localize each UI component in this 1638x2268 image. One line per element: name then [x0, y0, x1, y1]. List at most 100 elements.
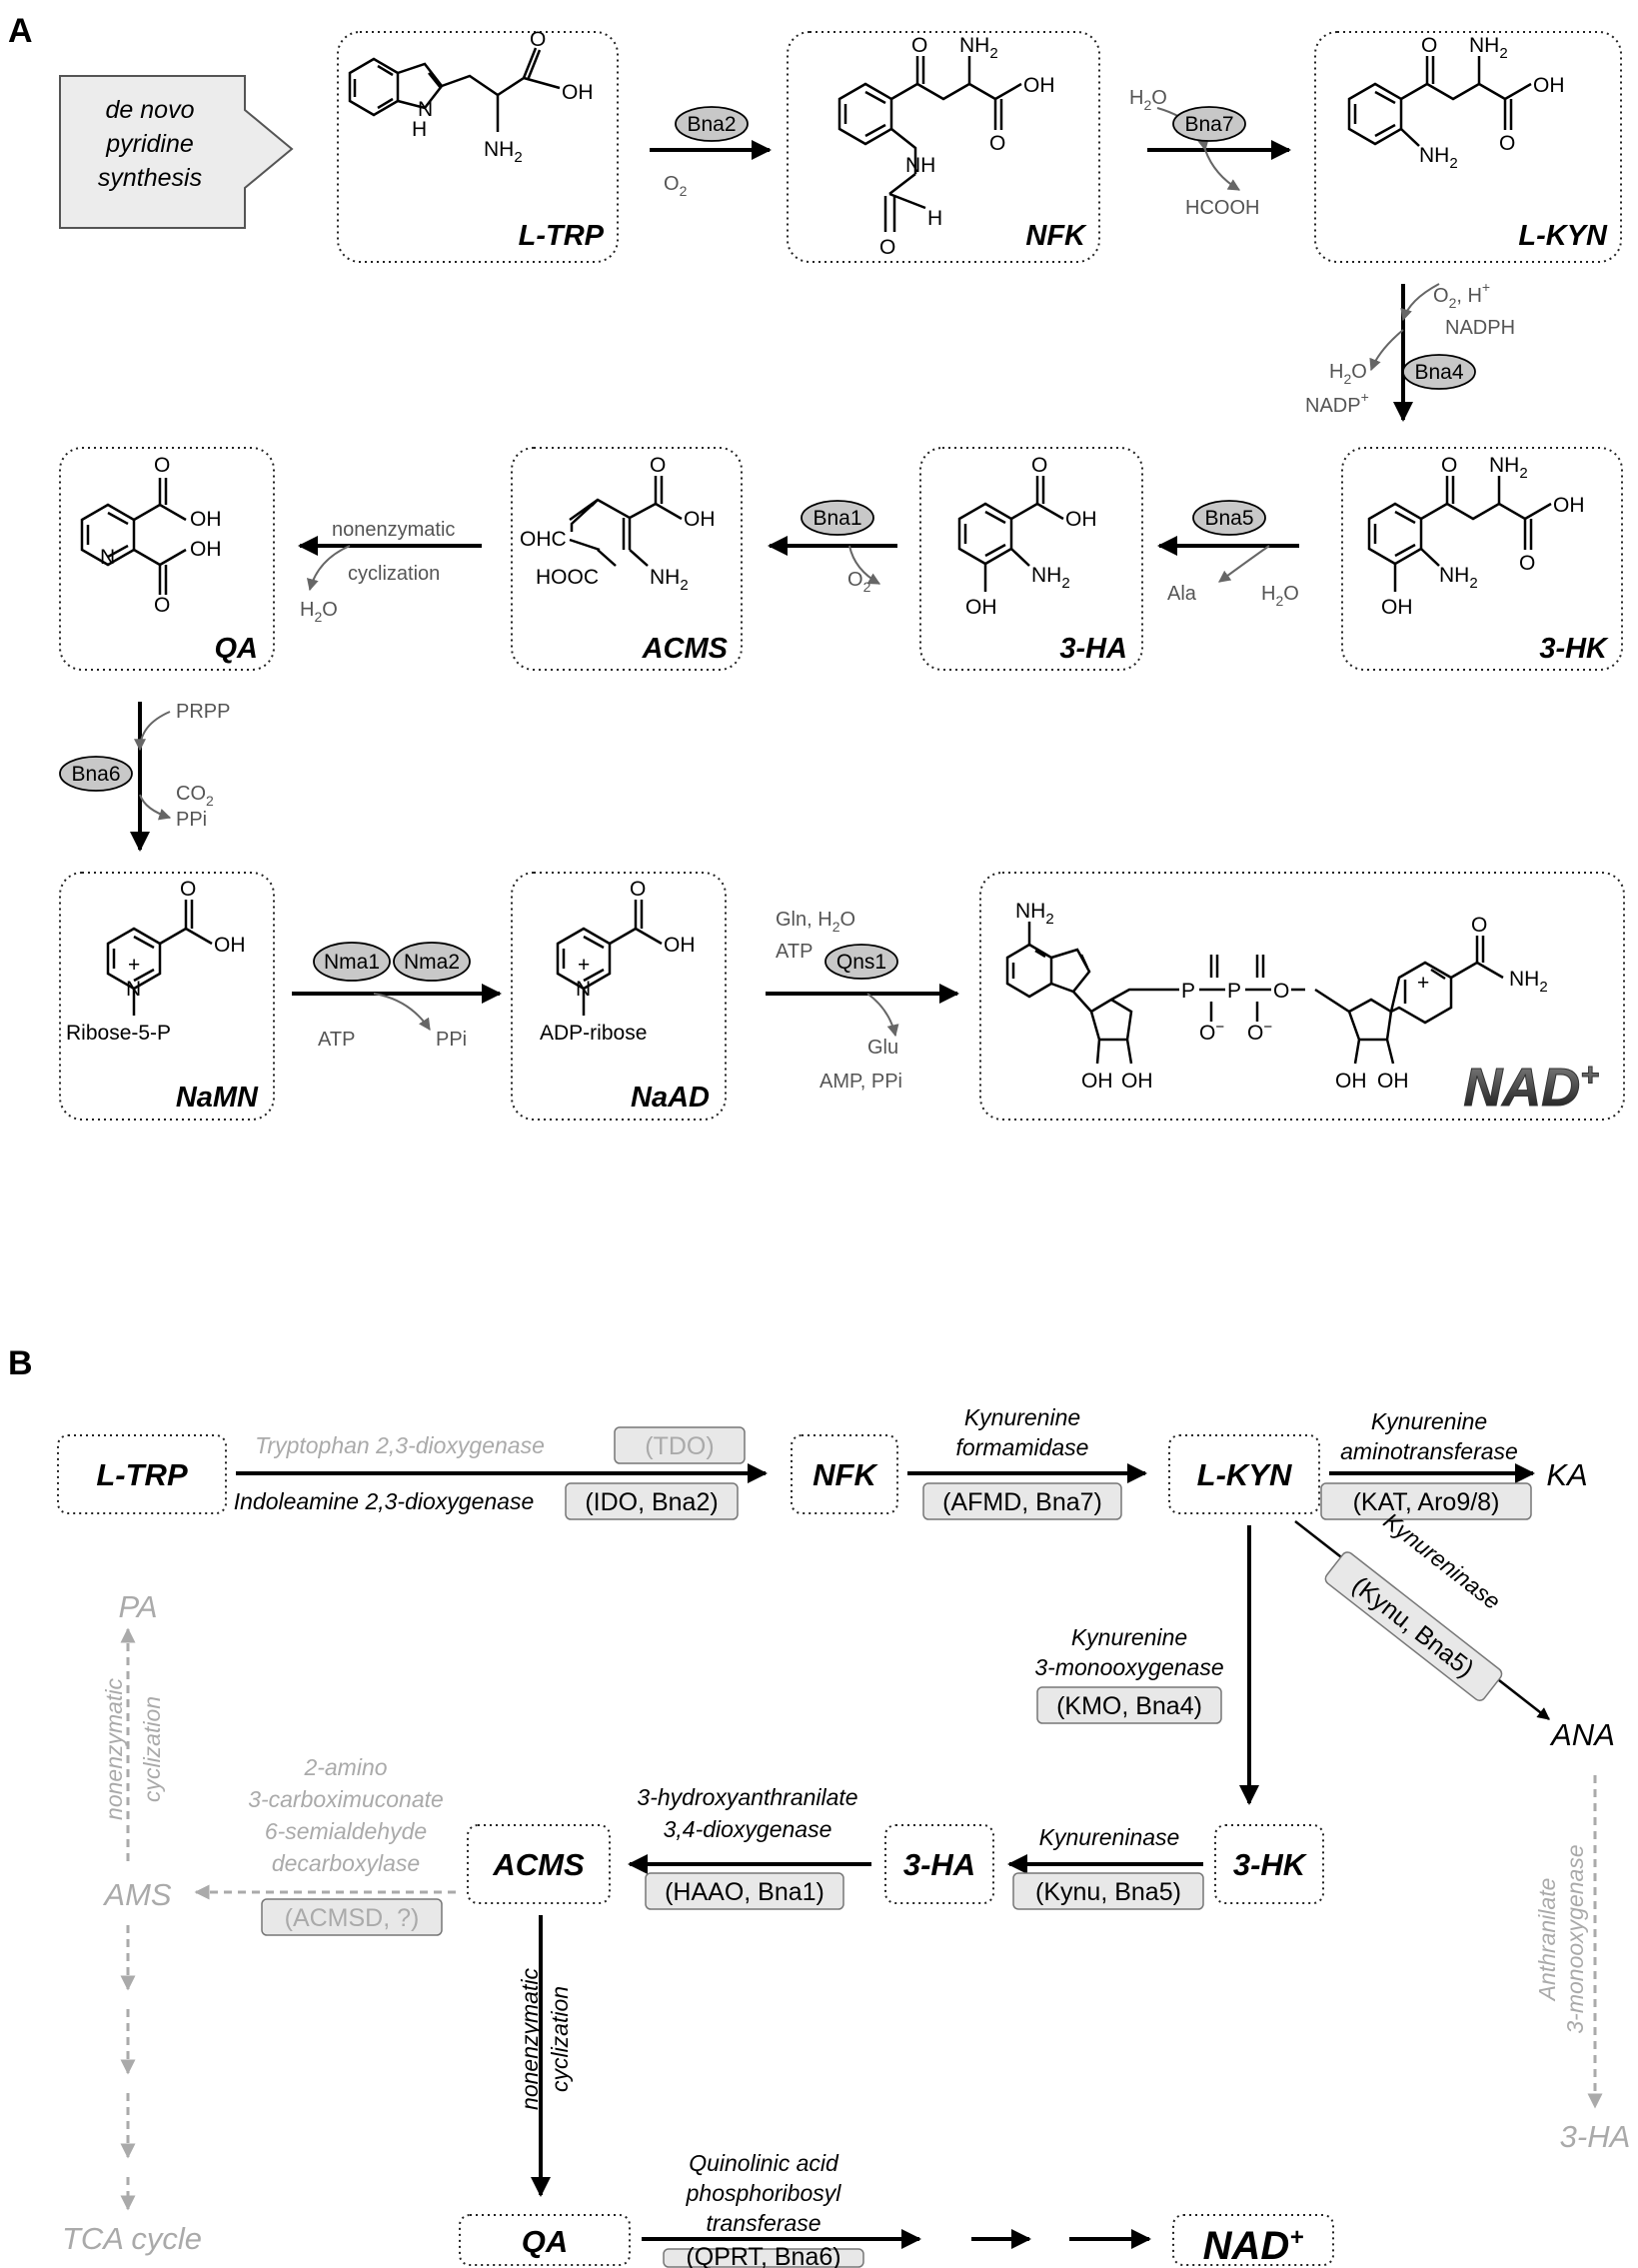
- lkyn-structure: [1347, 56, 1532, 147]
- enzyme-nma1-label: Nma1: [324, 951, 380, 974]
- cof-glu: Glu: [867, 1037, 898, 1059]
- nad-plus: +: [1417, 972, 1429, 995]
- cof-gln: Gln, H2O: [776, 909, 855, 935]
- nfk-structure: [837, 56, 1022, 232]
- b-qa-box: [459, 2214, 631, 2266]
- enzyme-bna5: [1192, 500, 1266, 536]
- namn-o: O: [180, 878, 196, 901]
- cof-ala: Ala: [1167, 583, 1197, 605]
- b-node-3ha-grey: 3-HA: [1560, 2119, 1631, 2154]
- b-hk-box: [1214, 1824, 1324, 1904]
- b-kynu-box-label: (Kynu, Bna5): [1035, 1878, 1181, 1906]
- b-kynu-diag-box: [1324, 1551, 1503, 1701]
- b-kynu-name: Kynureninase: [1039, 1824, 1180, 1850]
- nad-oh4: OH: [1377, 1070, 1409, 1093]
- b-nfk-box: [791, 1434, 898, 1514]
- b-pa-1: nonenzymatic: [101, 1678, 127, 1820]
- enzyme-bna2-label: Bna2: [687, 113, 736, 136]
- nad-o-bridge: O: [1273, 980, 1289, 1003]
- nad-structure: [1005, 922, 1504, 1065]
- acms-structure: [569, 476, 683, 567]
- nfk-box: [787, 31, 1100, 263]
- b-ido-box-label: (IDO, Bna2): [585, 1488, 718, 1516]
- nfk-oform: O: [879, 236, 895, 259]
- acms-o: O: [650, 454, 666, 477]
- label-lkyn: L-KYN: [1518, 220, 1608, 252]
- b-lkyn-box: [1168, 1434, 1320, 1514]
- cof-atp-qns: ATP: [776, 941, 813, 963]
- b-kmo-box-label: (KMO, Bna4): [1056, 1692, 1202, 1720]
- label-qa: QA: [215, 633, 259, 665]
- b-kf-box: [922, 1482, 1122, 1520]
- cof-h2o-bna4: H2O: [1329, 361, 1367, 387]
- label-3hk: 3-HK: [1539, 633, 1609, 665]
- b-ha-box: [884, 1824, 994, 1904]
- cof-ppi-nma: PPi: [436, 1029, 467, 1051]
- denovo-line-1: de novo: [106, 96, 195, 124]
- hk-box: [1341, 447, 1623, 671]
- cof-o2-bna1: O2: [847, 569, 871, 595]
- nad-p1: P: [1181, 980, 1195, 1003]
- cof-cycl: cyclization: [348, 563, 440, 585]
- panel-a-label: A: [8, 12, 33, 50]
- b-node-nfk: NFK: [813, 1457, 878, 1492]
- 3hk-structure: [1367, 476, 1552, 592]
- namn-structure: [106, 900, 213, 1016]
- nad-oh1: OH: [1081, 1070, 1113, 1093]
- b-node-lkyn: L-KYN: [1197, 1457, 1292, 1492]
- b-kmo-1: Kynurenine: [1071, 1624, 1187, 1650]
- qa-n: N: [100, 546, 115, 569]
- enzyme-nma1: [313, 942, 391, 982]
- ltrp-o: O: [530, 28, 546, 51]
- qa-o: O: [154, 454, 170, 477]
- lkyn-nh2-ring: NH2: [1419, 144, 1458, 172]
- b-pa-2: cyclization: [139, 1696, 165, 1802]
- hk-o2: O: [1519, 552, 1535, 575]
- enzyme-bna6: [59, 756, 133, 792]
- b-kat-box: [1320, 1482, 1532, 1520]
- cof-prpp: PRPP: [176, 701, 230, 723]
- b-kat-box-label: (KAT, Aro9/8): [1353, 1488, 1500, 1516]
- hk-nh2-ring: NH2: [1439, 564, 1478, 592]
- b-kat-2: aminotransferase: [1340, 1438, 1518, 1464]
- qa-box: [59, 447, 275, 671]
- 3ha-structure: [957, 476, 1064, 592]
- b-qprt-1: Quinolinic acid: [689, 2150, 839, 2176]
- nad-oh3: OH: [1335, 1070, 1367, 1093]
- b-node-pa: PA: [118, 1589, 157, 1624]
- lkyn-nh2: NH2: [1469, 34, 1508, 62]
- b-tdo-box-label: (TDO): [645, 1432, 714, 1460]
- qa-structure: [80, 478, 187, 595]
- nfk-o2: O: [989, 132, 1005, 155]
- b-haao-1: 3-hydroxyanthranilate: [637, 1784, 857, 1810]
- cof-nadp: NADP+: [1305, 389, 1369, 417]
- b-acmsd-4: decarboxylase: [272, 1850, 420, 1876]
- namn-plus: +: [128, 954, 140, 977]
- acms-hooc: HOOC: [536, 566, 599, 589]
- b-acmsd-box-label: (ACMSD, ?): [285, 1904, 420, 1932]
- cof-h2o-bna5: H2O: [1261, 583, 1299, 609]
- lkyn-o: O: [1421, 34, 1437, 57]
- ha-oh-ring: OH: [965, 596, 997, 619]
- b-kf-2: formamidase: [956, 1434, 1089, 1460]
- nad-o-amide: O: [1471, 914, 1487, 937]
- label-acms: ACMS: [642, 633, 729, 665]
- b-nad-box: [1172, 2214, 1334, 2266]
- hk-nh2: NH2: [1489, 454, 1528, 482]
- enzyme-bna4-label: Bna4: [1414, 361, 1463, 384]
- enzyme-bna6-label: Bna6: [71, 763, 120, 786]
- denovo-box: de novo pyridine synthesis: [59, 75, 294, 229]
- naad-structure: [556, 900, 663, 1016]
- nad-p2: P: [1227, 980, 1241, 1003]
- ha-nh2: NH2: [1031, 564, 1070, 592]
- cof-o2h: O2, H+: [1433, 279, 1490, 311]
- b-acmsd-2: 3-carboximuconate: [248, 1786, 444, 1812]
- cof-atp-nma: ATP: [318, 1029, 355, 1051]
- b-node-ka: KA: [1546, 1457, 1587, 1492]
- enzyme-bna7-label: Bna7: [1184, 113, 1233, 136]
- label-nfk: NFK: [1025, 220, 1087, 252]
- b-node-tca: TCA cycle: [62, 2221, 202, 2256]
- b-ido-name: Indoleamine 2,3-dioxygenase: [234, 1488, 534, 1514]
- denovo-line-3: synthesis: [98, 164, 202, 192]
